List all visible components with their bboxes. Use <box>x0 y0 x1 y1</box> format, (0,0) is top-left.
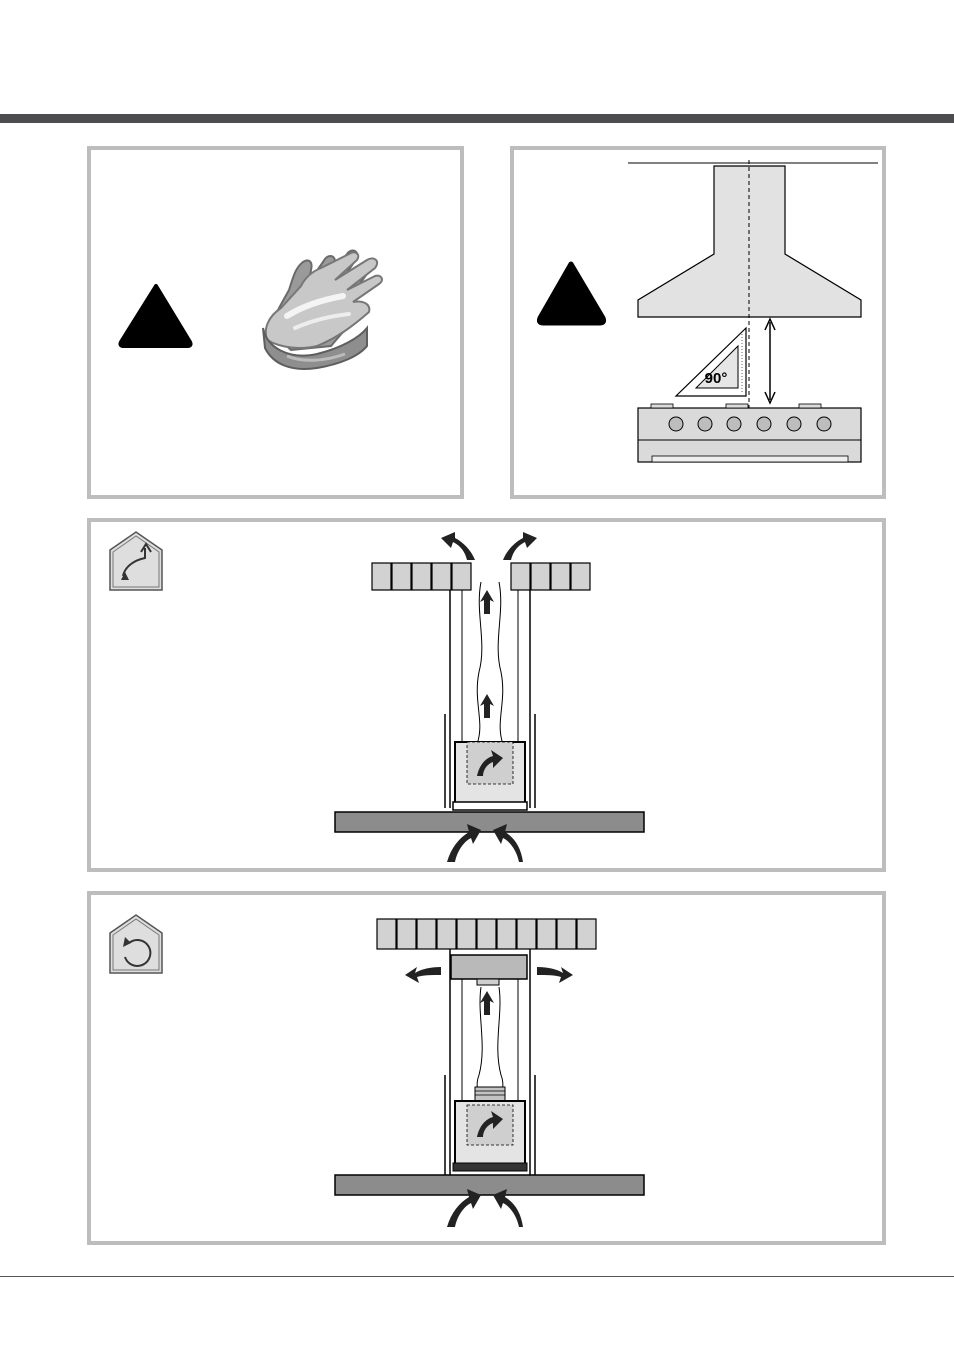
chimney-column <box>445 582 535 810</box>
ceiling-bricks <box>372 563 590 590</box>
footer-rule <box>0 1276 954 1277</box>
height-dimension-arrow <box>765 319 775 403</box>
ceiling-bricks <box>377 919 596 949</box>
ducted-version-airflow-diagram <box>91 522 882 868</box>
panel-installation-height: 90° <box>510 146 886 499</box>
warning-triangle-icon <box>120 286 190 346</box>
hood-canopy <box>335 812 644 832</box>
panel-gloves-warning <box>87 146 464 499</box>
hood-installation-height-diagram: 90° <box>514 150 882 495</box>
filtering-recirculation-mode-icon <box>110 915 162 973</box>
filtering-version-airflow-diagram <box>91 895 882 1241</box>
chimney-column <box>445 949 535 1177</box>
warning-triangle-icon <box>539 264 603 323</box>
header-bar <box>0 114 954 123</box>
set-square-icon: 90° <box>676 328 746 396</box>
ducted-extraction-mode-icon <box>110 532 162 590</box>
right-angle-label: 90° <box>705 370 728 387</box>
hood-canopy <box>335 1175 644 1195</box>
panel-ducted-version <box>87 518 886 872</box>
protective-gloves-icon <box>263 251 382 370</box>
cooktop <box>638 404 861 462</box>
gloves-illustration <box>91 150 460 495</box>
panel-filtering-version <box>87 891 886 1245</box>
air-deflector <box>451 955 527 979</box>
